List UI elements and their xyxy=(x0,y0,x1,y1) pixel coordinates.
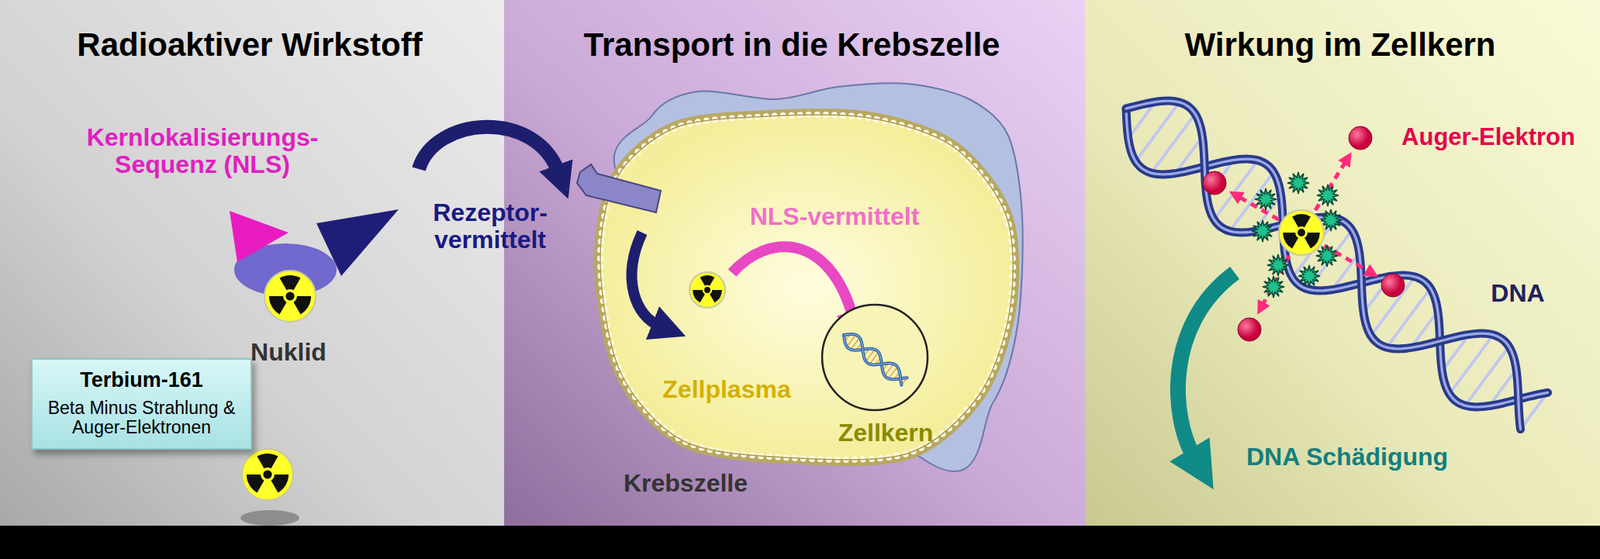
illustration-part xyxy=(279,275,301,291)
box-heading: Terbium-161 xyxy=(40,369,243,393)
illustration-part xyxy=(689,272,726,308)
damage-star xyxy=(1287,172,1310,194)
panel-ground xyxy=(0,0,505,526)
illustration-part xyxy=(704,286,711,294)
illustration-part xyxy=(1297,228,1306,237)
nls-triangle xyxy=(229,210,289,263)
illustration-part xyxy=(262,469,272,479)
cell-plasma xyxy=(600,114,1013,460)
box-body: Beta Minus Strahlung & Auger-Elektronen xyxy=(40,398,243,439)
illustration-part xyxy=(256,453,278,469)
panel-title: Radioaktiver Wirkstoff xyxy=(76,27,422,63)
illustration-part xyxy=(843,334,902,386)
panel-title: Wirkung im Zellkern xyxy=(1184,27,1496,63)
info-box: Terbium-161Beta Minus Strahlung & Auger-… xyxy=(31,358,253,450)
illustration-part xyxy=(843,334,902,386)
nucleus-outline xyxy=(822,304,928,411)
cell-membrane xyxy=(600,114,1013,460)
illustration-part xyxy=(1292,214,1311,228)
damage-star xyxy=(1298,265,1321,287)
illustration-part xyxy=(1304,232,1321,249)
damage-star xyxy=(1251,220,1274,242)
damage-star xyxy=(1267,254,1289,277)
illustration-part xyxy=(269,296,287,315)
internalization-arrow xyxy=(632,232,660,326)
membrane-line xyxy=(600,114,1013,460)
auger-electron xyxy=(1237,317,1262,342)
illustration-part xyxy=(241,449,294,501)
effect-label: DNA Schädigung xyxy=(1246,443,1448,471)
auger-electron xyxy=(1348,126,1372,150)
illustration-part xyxy=(270,474,289,493)
panel-title: Transport in die Krebszelle xyxy=(584,27,1001,63)
uptake-arrow xyxy=(418,127,559,173)
illustration-part xyxy=(1126,108,1549,408)
component-label: Nuklid xyxy=(250,338,327,367)
panel: ZellkernZellplasmaKrebszelleTransport in… xyxy=(504,0,1086,526)
illustration-part xyxy=(709,290,723,303)
damage-star xyxy=(1254,188,1277,211)
illustration-part xyxy=(1278,210,1324,256)
illustration-part xyxy=(1465,346,1510,406)
emission-arrow xyxy=(1315,162,1346,211)
illustration-part xyxy=(700,275,716,286)
panel-ground xyxy=(1085,0,1600,526)
illustration-part xyxy=(1282,232,1299,249)
nucleus-dna xyxy=(843,334,908,386)
part-label: Zellplasma xyxy=(662,376,791,404)
auger-electron xyxy=(1381,273,1405,298)
illustration-part xyxy=(692,290,705,303)
bottom-bar xyxy=(0,525,1600,559)
auger-electron xyxy=(1202,171,1227,195)
illustration-part xyxy=(1150,114,1196,173)
illustration-part xyxy=(1135,102,1180,162)
damage-star xyxy=(1262,276,1285,298)
damage-arrow xyxy=(1178,273,1235,458)
pathway-label: NLS-vermittelt xyxy=(749,203,920,231)
illustration-part xyxy=(264,270,316,322)
part-label: Zellkern xyxy=(838,419,934,447)
radiation-symbol xyxy=(264,270,316,322)
illustration-part xyxy=(843,335,908,380)
radiation-symbol xyxy=(241,449,294,501)
shadow xyxy=(240,510,300,526)
damage-star xyxy=(1316,184,1339,207)
cell-nucleus: Zellkern xyxy=(822,304,928,411)
part-label: DNA xyxy=(1490,279,1545,308)
panel-ground xyxy=(504,0,1086,526)
illustration-part xyxy=(285,291,294,301)
part-label: Krebszelle xyxy=(623,469,748,498)
cancer-cell: ZellkernZellplasmaKrebszelle xyxy=(597,86,1021,498)
illustration-part xyxy=(843,335,908,380)
component-label: Kernlokalisierungs- Sequenz (NLS) xyxy=(47,124,358,179)
illustration-part xyxy=(1126,108,1549,408)
pathway-label: Rezeptor- vermittelt xyxy=(432,199,548,254)
receptor xyxy=(577,164,661,213)
ligand-triangle xyxy=(316,209,399,277)
radiation-symbol xyxy=(1278,210,1324,256)
nls-arrow xyxy=(732,246,854,318)
illustration-part xyxy=(246,474,265,493)
radiation-symbol xyxy=(689,272,726,308)
particle-label: Auger-Elektron xyxy=(1401,124,1576,151)
illustration-part xyxy=(1449,335,1494,394)
panel: Terbium-161Beta Minus Strahlung & Auger-… xyxy=(0,0,505,526)
damage-star xyxy=(1316,245,1338,267)
illustration-part xyxy=(293,296,312,315)
